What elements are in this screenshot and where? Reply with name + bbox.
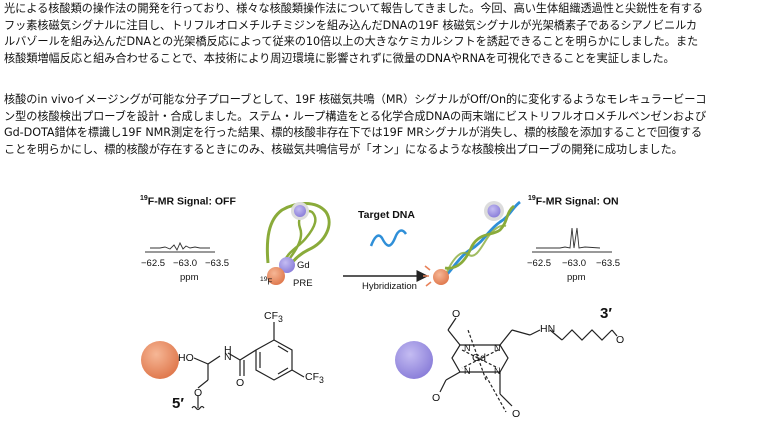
n-label-1: N xyxy=(464,343,471,353)
carbonyl-o-label: O xyxy=(236,377,245,389)
gd-label-sphere xyxy=(395,341,433,379)
signal-on-title: 19F-MR Signal: ON xyxy=(528,195,619,208)
n-label-4: N xyxy=(494,366,501,376)
target-dna-label: Target DNA xyxy=(358,209,415,221)
fluorine-marker-label: 19F xyxy=(260,276,273,287)
n-label-3: N xyxy=(464,366,471,376)
three-prime-label: 3′ xyxy=(600,305,612,322)
pre-label: PRE xyxy=(293,278,313,289)
figure-graphics xyxy=(141,200,618,413)
dota-o-3: O xyxy=(512,408,521,420)
target-dna-strand xyxy=(369,229,408,247)
tick-left-3: −63.5 xyxy=(205,258,230,269)
duplex-probe-on xyxy=(423,200,521,287)
paragraph-1: 光による核酸類の操作法の開発を行っており、様々な核酸類操作法について報告してきま… xyxy=(4,2,703,65)
signal-off-title: 19F-MR Signal: OFF xyxy=(140,195,236,208)
dota-o-1: O xyxy=(452,308,461,320)
tick-left-2: −63.0 xyxy=(173,258,198,269)
gd-center-label: Gd xyxy=(472,352,487,364)
amide-nh-label: HN xyxy=(540,323,556,335)
ether-o-label: O xyxy=(194,387,203,399)
tick-right-3: −63.5 xyxy=(596,258,621,269)
nh-label: H xyxy=(224,344,232,356)
tick-right-1: −62.5 xyxy=(527,258,552,269)
axis-unit-right: ppm xyxy=(567,272,586,283)
cf3-right: CF3 xyxy=(305,371,324,386)
nmr-spectrum-off xyxy=(145,241,215,253)
ho-label: HO xyxy=(178,352,194,364)
n-label-2: N xyxy=(494,343,501,353)
paragraph-2: 核酸のin vivoイメージングが可能な分子プローブとして、19F 核磁気共鳴（… xyxy=(4,93,707,156)
gd-dota-structure xyxy=(439,317,618,413)
dota-o-2: O xyxy=(432,392,441,404)
bis-cf3-benzamide-structure xyxy=(191,322,305,411)
axis-unit-left: ppm xyxy=(180,272,199,283)
cf3-top: CF3 xyxy=(264,310,283,325)
hairpin-probe-off xyxy=(265,202,331,285)
n-label: N xyxy=(224,351,232,363)
linker-o-label: O xyxy=(616,334,625,346)
tick-left-1: −62.5 xyxy=(141,258,166,269)
figure: 19F-MR Signal: OFF 19F-MR Signal: ON −62… xyxy=(0,180,777,435)
fluorine-label-sphere xyxy=(141,341,179,379)
tick-right-2: −63.0 xyxy=(562,258,587,269)
nmr-spectrum-on xyxy=(532,227,612,253)
five-prime-label: 5′ xyxy=(172,395,184,412)
hybridization-label: Hybridization xyxy=(362,281,417,292)
gd-marker-label: Gd xyxy=(297,260,310,271)
